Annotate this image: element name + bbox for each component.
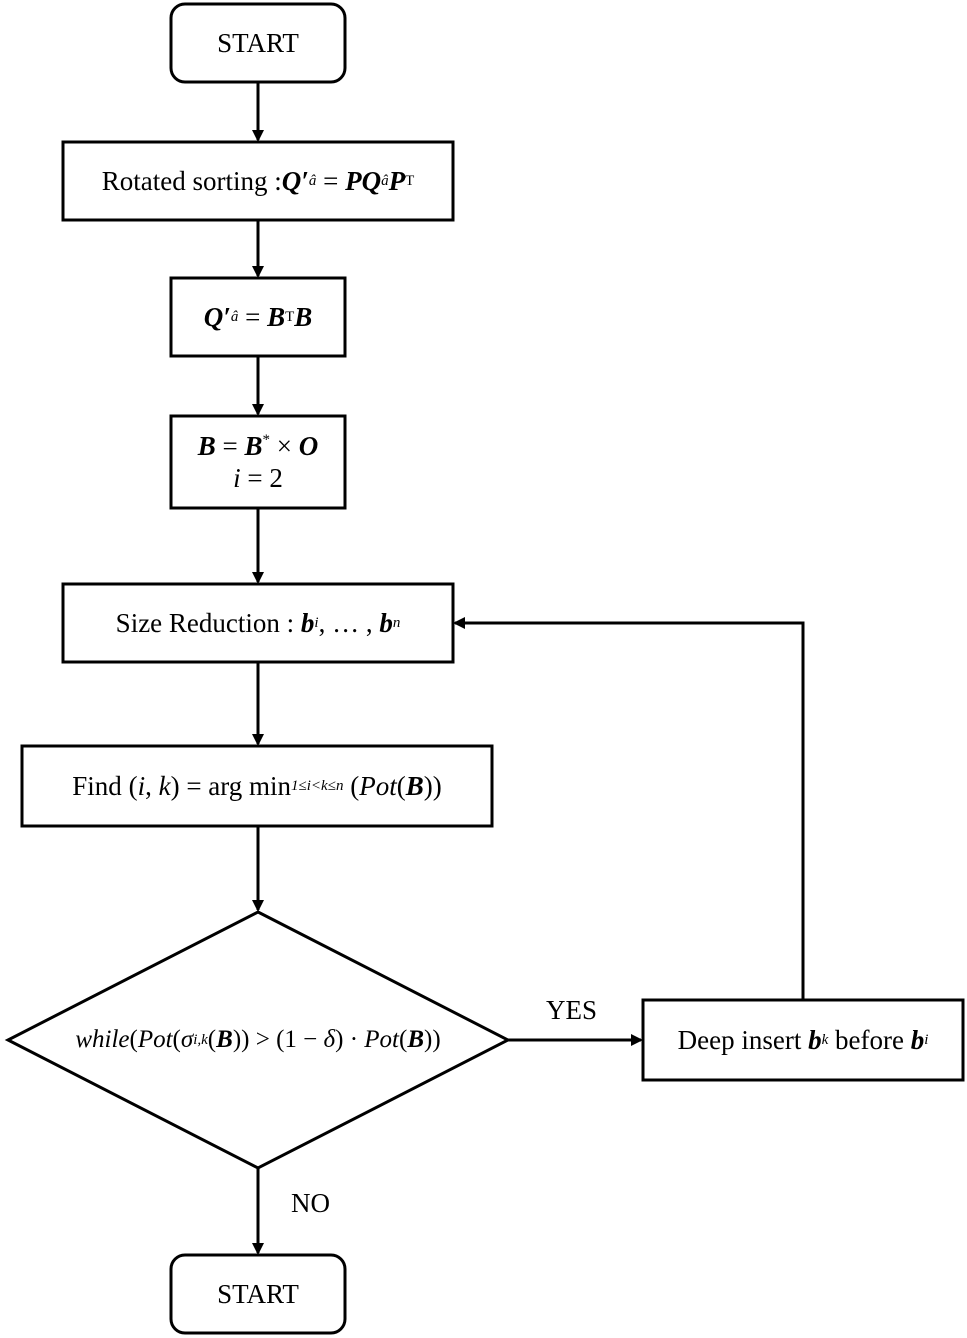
- start-top-node: START: [171, 4, 345, 82]
- i-symbol: i: [137, 770, 146, 801]
- start-bottom-shape: [169, 1253, 347, 1335]
- arrow-deep-insert-loop-back: [453, 617, 805, 1000]
- close-parens: )): [423, 770, 442, 801]
- sigma-subscript: i,k: [193, 1032, 208, 1048]
- while-keyword: while: [75, 1026, 130, 1053]
- b-i-symbol: b: [910, 1024, 925, 1055]
- times-symbol: ×: [270, 430, 299, 461]
- pot-symbol-1: Pot: [137, 1026, 173, 1053]
- equals-symbol: =: [238, 301, 268, 332]
- open-paren-2: (: [343, 770, 360, 801]
- b-k-symbol: b: [808, 1024, 822, 1055]
- b-symbol: B: [405, 770, 424, 801]
- rotated-sorting-prefix: Rotated sorting :: [101, 165, 282, 196]
- init-node: B = B* × O i = 2: [171, 416, 345, 508]
- init-shape: [169, 414, 347, 510]
- prime-symbol: ′: [301, 165, 309, 196]
- b-k-subscript: k: [821, 1032, 829, 1048]
- b-symbol-2: B: [407, 1026, 425, 1053]
- size-reduction-prefix: Size Reduction :: [115, 607, 301, 638]
- comma: ,: [145, 770, 159, 801]
- p2-symbol: P: [388, 165, 406, 196]
- pot-symbol-2: Pot: [364, 1026, 399, 1053]
- b-i-subscript: i: [314, 615, 319, 631]
- k-symbol: k: [158, 770, 171, 801]
- open-paren: (: [128, 770, 138, 801]
- argmin-range: 1≤i<k≤n: [291, 778, 344, 794]
- open-paren-3: (: [207, 1026, 217, 1053]
- greater-than: > (1 −: [249, 1026, 324, 1053]
- sigma-symbol: σ: [180, 1026, 194, 1053]
- star-superscript: *: [262, 431, 271, 448]
- q2-symbol: Q: [361, 165, 382, 196]
- factorization-shape: [169, 276, 347, 358]
- delta-symbol: δ: [323, 1026, 336, 1053]
- b-n-symbol: b: [379, 607, 393, 638]
- deep-insert-prefix: Deep insert: [677, 1024, 809, 1055]
- equals-symbol: =: [316, 165, 346, 196]
- b-i-subscript: i: [924, 1032, 929, 1048]
- init-line-1: B = B* × O: [198, 430, 319, 462]
- p2-superscript: T: [405, 173, 415, 189]
- bstar-symbol: B: [244, 430, 263, 461]
- close-parens-1: )): [232, 1026, 250, 1053]
- b-n-subscript: n: [392, 615, 401, 631]
- b-symbol: B: [197, 430, 216, 461]
- equals-symbol: =: [215, 430, 245, 461]
- open-paren-2: (: [172, 1026, 181, 1053]
- o-symbol: O: [298, 430, 319, 461]
- b-i-symbol: b: [300, 607, 315, 638]
- start-bottom-node: START: [171, 1255, 345, 1333]
- start-top-label: START: [217, 27, 299, 58]
- yes-edge-label: YES: [546, 995, 598, 1025]
- rotated-sorting-shape: [61, 140, 455, 222]
- start-bottom-label: START: [217, 1278, 299, 1309]
- close-parens-2: )): [424, 1026, 441, 1053]
- times-dot: ) ·: [335, 1026, 365, 1053]
- q-symbol: Q: [281, 165, 302, 196]
- open-paren: (: [129, 1026, 138, 1053]
- init-line-2: i = 2: [233, 462, 283, 494]
- close-paren: ): [170, 770, 180, 801]
- pot-symbol: Pot: [359, 770, 397, 801]
- b-superscript: T: [285, 309, 295, 325]
- ellipsis: , … ,: [318, 607, 380, 638]
- equals-two: = 2: [240, 463, 283, 493]
- open-paren-4: (: [399, 1026, 408, 1053]
- no-edge-label: NO: [291, 1188, 330, 1218]
- find-prefix: Find: [72, 770, 129, 801]
- q-subscript: â: [230, 309, 239, 325]
- open-paren-3: (: [396, 770, 406, 801]
- q-symbol: Q: [203, 301, 224, 332]
- q-subscript: â: [308, 173, 317, 189]
- p-symbol: P: [345, 165, 362, 196]
- i-symbol: i: [233, 463, 241, 493]
- q2-subscript: â: [381, 173, 389, 189]
- b2-symbol: B: [294, 301, 313, 332]
- argmin-text: = arg min: [179, 770, 292, 801]
- prime-symbol: ′: [223, 301, 231, 332]
- before-text: before: [828, 1024, 911, 1055]
- deep-insert-shape: [641, 998, 965, 1082]
- b-symbol: B: [267, 301, 286, 332]
- b-symbol-1: B: [216, 1026, 233, 1053]
